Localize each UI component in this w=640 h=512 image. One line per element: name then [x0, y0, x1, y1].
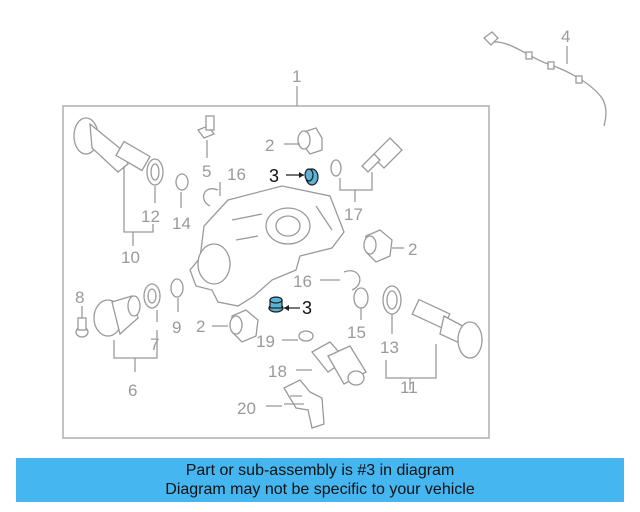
callout-8: 8 [75, 288, 84, 307]
callout-16-top: 16 [227, 165, 246, 184]
callout-12: 12 [141, 207, 160, 226]
callout-9: 9 [172, 318, 181, 337]
bolt-8 [75, 317, 89, 338]
input-flange-6 [93, 295, 141, 337]
circlip-16-top [202, 188, 219, 207]
callout-13: 13 [380, 338, 399, 357]
callout-15: 15 [347, 323, 366, 342]
actuator-18 [311, 341, 367, 386]
callout-7: 7 [150, 335, 159, 354]
snap-ring-14 [175, 173, 189, 191]
circlip-16-mid [343, 270, 361, 291]
wiring-harness [483, 31, 607, 127]
info-banner: Part or sub-assembly is #3 in diagram Di… [16, 458, 624, 502]
callout-3-bottom: 3 [302, 298, 312, 318]
callout-6: 6 [128, 381, 137, 400]
bushing-2-right [363, 229, 393, 263]
seal-ring-7 [143, 283, 161, 309]
callout-19: 19 [256, 332, 275, 351]
callout-1: 1 [292, 67, 301, 86]
callout-17: 17 [344, 205, 363, 224]
seal-ring-12 [146, 158, 164, 186]
ring-9 [170, 278, 184, 298]
sensor-17 [330, 137, 403, 177]
callout-2-right: 2 [408, 240, 417, 259]
callout-5: 5 [202, 162, 211, 181]
callout-20: 20 [237, 399, 256, 418]
bushing-2-top [297, 127, 323, 155]
callout-3-top: 3 [269, 166, 279, 186]
callout-11: 11 [400, 378, 418, 397]
drain-plug-3-bottom [268, 296, 284, 313]
callout-2-top: 2 [265, 136, 274, 155]
right-output-flange [411, 298, 483, 359]
callout-18: 18 [268, 362, 287, 381]
banner-line-1: Part or sub-assembly is #3 in diagram [185, 462, 455, 479]
seal-ring-15 [353, 287, 369, 309]
callout-10: 10 [121, 248, 140, 267]
callout-14: 14 [172, 214, 191, 233]
o-ring-19 [298, 330, 314, 342]
left-output-flange [73, 117, 151, 173]
callout-16-mid: 16 [293, 272, 312, 291]
differential-housing [189, 185, 345, 307]
parts-diagram: 1 4 12 10 14 5 16 [62, 27, 607, 439]
bushing-2-bottom [229, 309, 259, 343]
drain-plug-3-top [304, 168, 319, 186]
bolt-5 [196, 115, 216, 139]
callout-2-bottom: 2 [196, 317, 205, 336]
banner-line-2: Diagram may not be specific to your vehi… [165, 481, 475, 498]
seal-ring-13 [382, 285, 402, 315]
callout-4: 4 [561, 27, 570, 46]
bracket-20 [283, 379, 325, 429]
